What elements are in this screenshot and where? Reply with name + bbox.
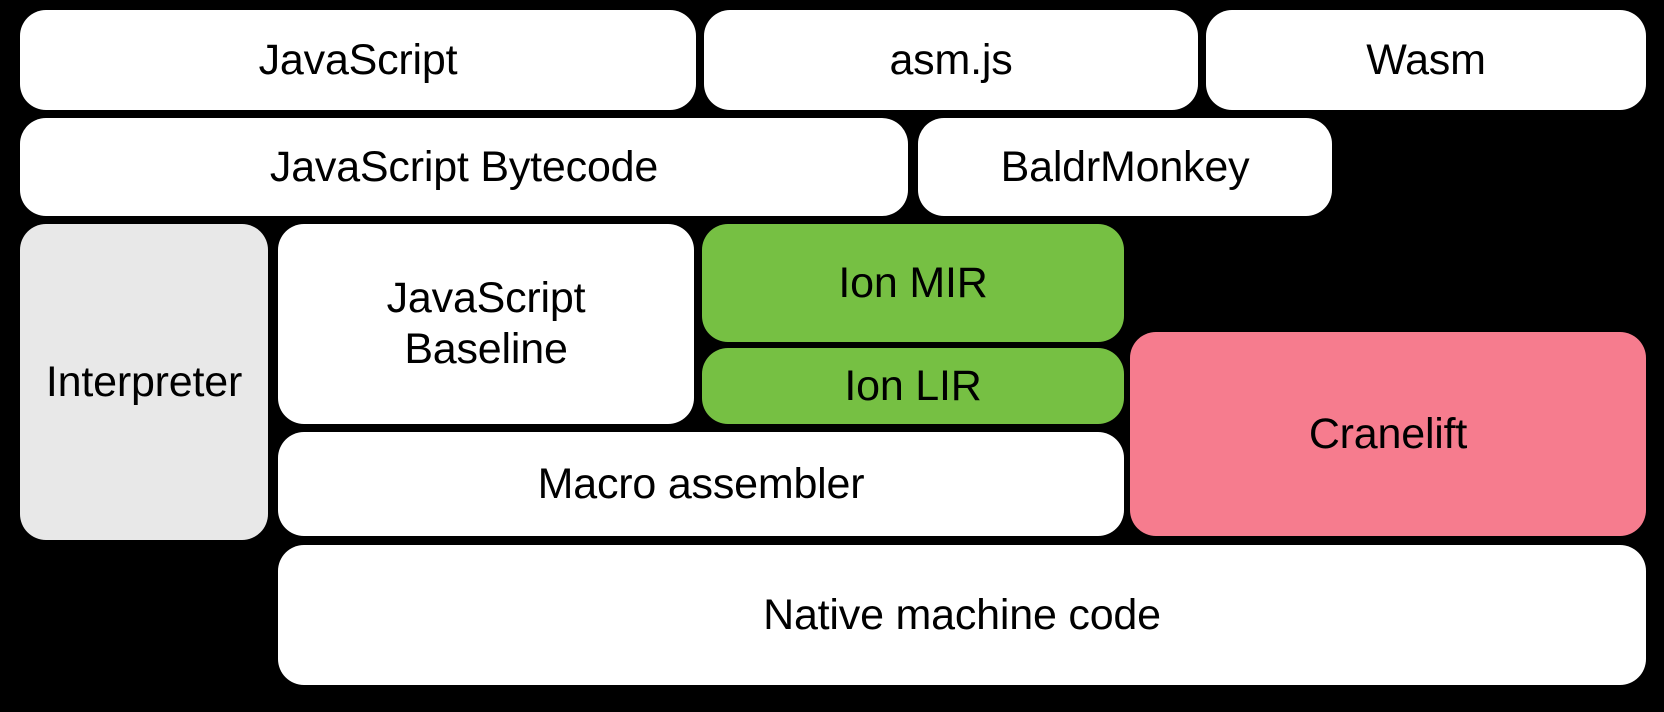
node-ion-mir-label: Ion MIR bbox=[838, 258, 988, 307]
node-cranelift-label: Cranelift bbox=[1308, 409, 1468, 458]
node-interpreter-label: Interpreter bbox=[45, 357, 243, 406]
node-ion-mir[interactable]: Ion MIR bbox=[702, 224, 1124, 342]
node-javascript-bytecode[interactable]: JavaScript Bytecode bbox=[20, 118, 908, 216]
node-wasm-label: Wasm bbox=[1366, 35, 1486, 84]
node-javascript-bytecode-label: JavaScript Bytecode bbox=[269, 142, 659, 191]
node-asm-js-label: asm.js bbox=[889, 35, 1013, 84]
node-asm-js[interactable]: asm.js bbox=[704, 10, 1198, 110]
node-macro-assembler-label: Macro assembler bbox=[537, 459, 865, 508]
node-javascript-baseline-label: JavaScript Baseline bbox=[386, 274, 586, 373]
node-baldrmonkey-label: BaldrMonkey bbox=[1000, 142, 1250, 191]
node-baldrmonkey[interactable]: BaldrMonkey bbox=[918, 118, 1332, 216]
node-javascript-baseline[interactable]: JavaScript Baseline bbox=[278, 224, 694, 424]
node-ion-lir-label: Ion LIR bbox=[844, 361, 982, 410]
node-macro-assembler[interactable]: Macro assembler bbox=[278, 432, 1124, 536]
node-wasm[interactable]: Wasm bbox=[1206, 10, 1646, 110]
node-javascript[interactable]: JavaScript bbox=[20, 10, 696, 110]
node-cranelift[interactable]: Cranelift bbox=[1130, 332, 1646, 536]
node-javascript-label: JavaScript bbox=[258, 35, 458, 84]
node-interpreter[interactable]: Interpreter bbox=[20, 224, 268, 540]
node-native-machine-code-label: Native machine code bbox=[763, 590, 1161, 639]
node-ion-lir[interactable]: Ion LIR bbox=[702, 348, 1124, 424]
node-native-machine-code[interactable]: Native machine code bbox=[278, 545, 1646, 685]
